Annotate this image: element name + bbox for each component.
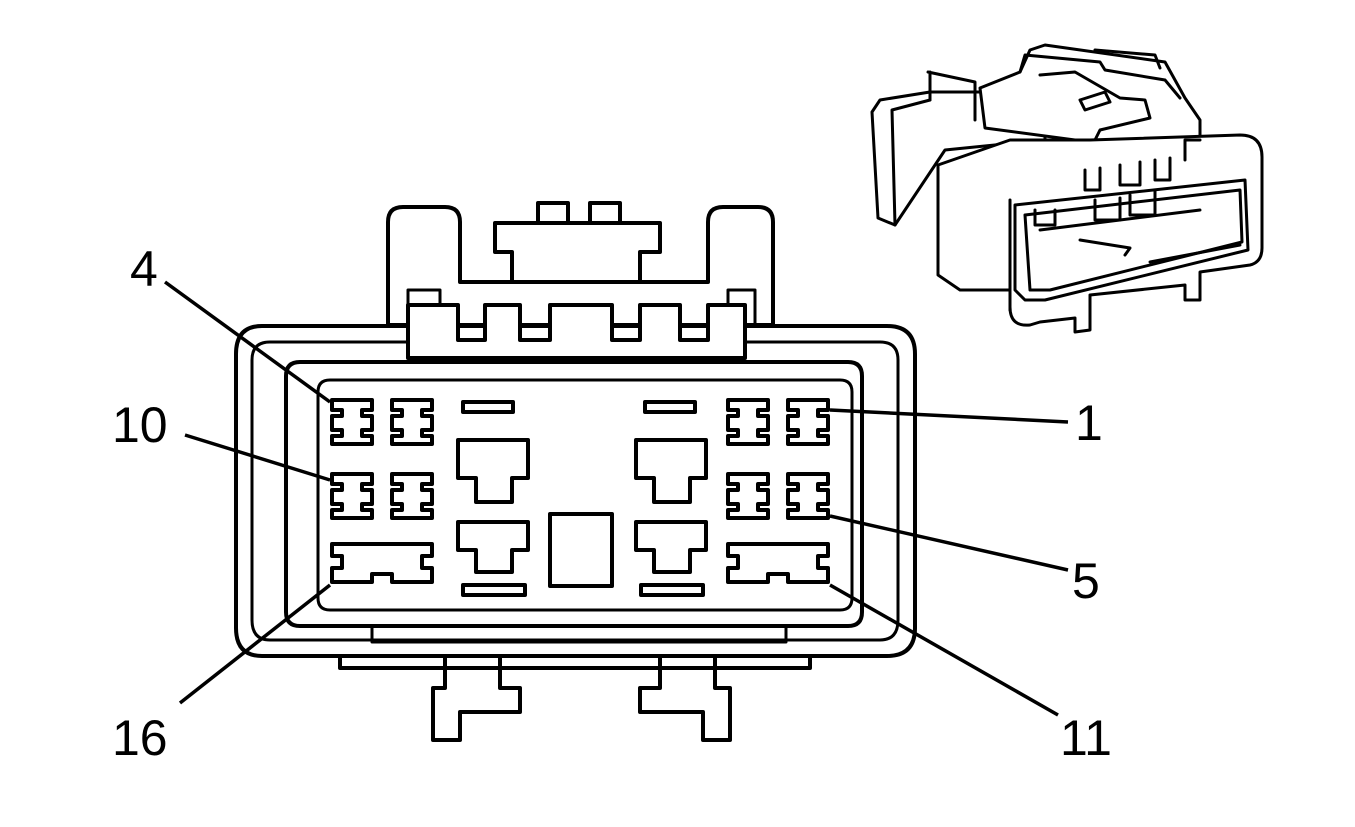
iso-rear-edge <box>890 98 932 227</box>
cavity-right-r1-c2 <box>786 398 830 446</box>
slot-bottom-right <box>639 583 705 597</box>
cavity-left-r1-c1 <box>330 398 374 446</box>
connector-isometric-view <box>870 43 1264 334</box>
foot-left <box>431 654 522 742</box>
connector-face-view <box>234 201 917 742</box>
cavity-left-r1-c2 <box>390 398 434 446</box>
iso-corner <box>1183 138 1202 162</box>
latch-tab-left <box>536 201 570 225</box>
lock-tower <box>386 205 775 327</box>
cavity-right-bottom <box>726 542 830 584</box>
cavity-right-r2-c2 <box>786 472 830 520</box>
iso-cavities <box>1033 188 1157 227</box>
iso-front-shroud <box>936 133 1264 334</box>
power-cavity-right-upper <box>634 438 708 504</box>
cavity-left-bottom <box>330 542 434 584</box>
label-pin-5: 5 <box>1072 553 1100 609</box>
large-terminals <box>456 400 708 597</box>
housing-face-inner <box>316 378 854 612</box>
power-cavity-left-lower <box>456 520 530 574</box>
iso-latch-ridge <box>1018 53 1182 100</box>
cavity-left-r2-c2 <box>390 472 434 520</box>
slot-bottom-left <box>461 583 527 597</box>
power-cavity-left-upper <box>456 438 530 504</box>
iso-shroud-inner <box>1023 188 1244 292</box>
iso-latch-arm <box>1038 70 1152 152</box>
housing-bottom-step <box>298 624 788 644</box>
pin-callouts: 4 10 16 1 5 11 <box>112 241 1112 766</box>
iso-shroud-opening <box>1013 178 1250 302</box>
iso-latch-top <box>1093 48 1162 70</box>
label-pin-10: 10 <box>112 397 168 453</box>
foot-right <box>638 654 732 742</box>
leader-pin-11 <box>829 583 1059 717</box>
leader-pin-10 <box>184 433 331 482</box>
slot-top-left <box>461 400 515 414</box>
label-pin-16: 16 <box>112 710 168 766</box>
tower-ribs <box>406 303 747 360</box>
center-key <box>548 512 614 588</box>
label-pin-11: 11 <box>1060 710 1112 766</box>
leader-pin-4 <box>163 280 332 404</box>
housing-inner-ring <box>250 340 900 642</box>
terminal-cavities <box>330 398 830 584</box>
latch-tab-right <box>588 201 622 225</box>
foot-rail <box>338 654 812 670</box>
power-cavity-right-lower <box>634 520 708 574</box>
leader-pin-16 <box>178 583 332 705</box>
cavity-right-r2-c1 <box>726 472 770 520</box>
leader-pin-5 <box>829 514 1069 572</box>
lock-latch <box>493 221 662 284</box>
leader-pin-1 <box>829 408 1069 424</box>
iso-top-cavities <box>1083 156 1172 192</box>
iso-latch-button <box>1078 90 1112 112</box>
label-pin-1: 1 <box>1075 395 1103 451</box>
slot-top-right <box>643 400 697 414</box>
iso-rear-top <box>926 70 977 122</box>
cavity-left-r2-c1 <box>330 472 374 520</box>
label-pin-4: 4 <box>130 241 158 297</box>
cavity-right-r1-c1 <box>726 398 770 446</box>
